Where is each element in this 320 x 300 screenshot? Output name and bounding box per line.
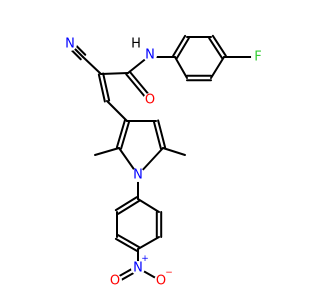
fluorophenyl-bond-1 [172,34,187,57]
pyrrole-bond-c3-c2 [120,120,131,150]
bond-vinyl-pyrrole [106,100,128,122]
vinyl-double-bond [97,73,106,103]
fluorophenyl-bond-6 [174,56,188,79]
atom-label-o_nitro1: O [110,274,120,289]
pyrrole-bond-c5-c4 [157,119,167,149]
atom-label-n_cn: N [65,37,75,52]
methyl-bond-c5 [162,147,186,156]
atom-bg-o_nitro2 [154,274,168,288]
pyrrole-bond-c5-c4 [152,120,162,150]
atom-bg-o_amide [143,93,157,107]
atom-label-h_amide: H [131,37,141,52]
atom-label-n_amide: N [145,48,155,63]
atom-label-o_amide: O [145,93,155,108]
atom-bg-h_amide [129,37,143,51]
atom-label-f: F [254,50,261,65]
charge-n_nitro: + [141,254,149,264]
pyrrole-bond-c3-c2 [115,119,126,149]
atom-bg-n_cn [63,37,77,51]
nitrophenyl-bond-1 [114,196,138,212]
fluorophenyl-bond-4 [210,56,225,79]
atom-label-n_nitro: N [133,261,143,276]
vinyl-double-bond [102,72,111,102]
nitrophenyl-bond-6 [137,198,160,213]
atom-bg-o_nitro1 [108,274,122,288]
bond-ca-camide [100,72,129,75]
atom-label-n_pyrrole: N [133,168,143,183]
carbonyl-bond [128,70,151,97]
nitrophenyl-bond-3 [117,234,141,249]
bond-cn-ca [82,56,102,75]
nitrophenyl-bond-3 [114,237,138,252]
nitrophenyl-bond-4 [137,236,160,250]
atom-bg-n_amide [143,48,157,62]
methyl-bond-c2 [94,147,120,156]
bond-layer [66,34,259,284]
fluorophenyl-bond-3 [208,37,224,60]
carbonyl-bond [125,73,148,100]
atom-bg-n_nitro [131,261,145,275]
fluorophenyl-bond-1 [175,37,190,60]
atom-label-o_nitro2: O [156,274,166,289]
fluorophenyl-bond-3 [211,34,227,57]
atom-bg-n_pyrrole [131,168,145,182]
bond-camide-nh [127,56,149,74]
charge-o_nitro2: − [165,268,173,278]
atom-bg-f [251,50,265,64]
nitrophenyl-bond-1 [117,199,141,215]
